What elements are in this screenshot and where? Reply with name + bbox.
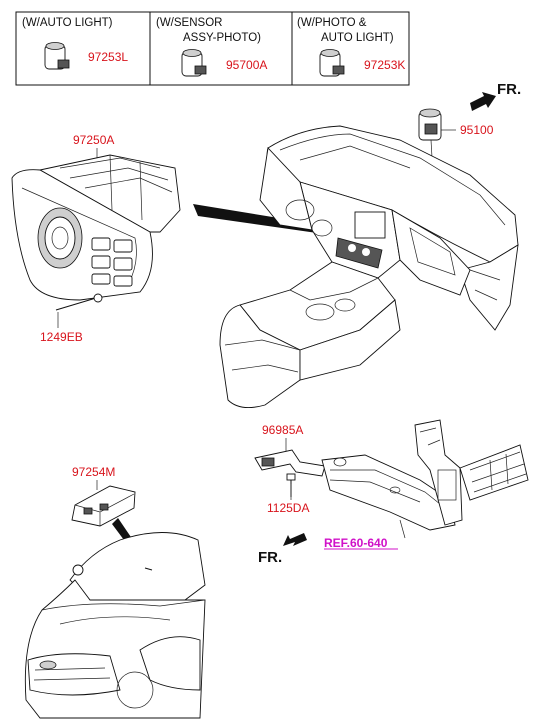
bracket-assembly: 96985A 1125DA REF.60-640 — [254, 419, 529, 550]
legend-header-line2: AUTO LIGHT) — [321, 32, 394, 44]
front-direction-bottom: FR. — [258, 533, 307, 566]
legend-part-number: 97253K — [364, 58, 405, 72]
callout-96985A: 96985A — [262, 423, 303, 437]
photo-auto-light-sensor-icon — [319, 49, 345, 77]
legend-header: (W/PHOTO & — [297, 17, 367, 29]
legend-part-number: 97253L — [88, 50, 128, 64]
screw-1249EB: 1249EB — [40, 293, 103, 344]
callout-97250A: 97250A — [73, 133, 114, 147]
legend-part-number: 95700A — [226, 58, 267, 72]
callout-1249EB: 1249EB — [40, 330, 83, 344]
front-label: FR. — [258, 549, 282, 566]
reference-link[interactable]: REF.60-640 — [324, 536, 388, 550]
car-front — [24, 532, 206, 719]
dashboard-assembly — [219, 125, 519, 409]
callout-97254M: 97254M — [72, 465, 115, 479]
front-label: FR. — [497, 81, 521, 98]
heater-control-unit: 97250A 1249EB — [11, 133, 181, 344]
legend-header: (W/AUTO LIGHT) — [22, 17, 113, 29]
legend-table: (W/AUTO LIGHT) 97253L (W/SENSOR ASSY-PHO… — [15, 11, 410, 86]
callout-95100: 95100 — [460, 123, 494, 137]
auto-light-sensor-icon — [44, 42, 70, 70]
legend-header: (W/SENSOR — [156, 17, 222, 29]
bolt-1125DA: 1125DA — [267, 473, 309, 515]
front-direction-top: FR. — [470, 81, 521, 111]
legend-header-line2: ASSY-PHOTO) — [183, 32, 261, 44]
callout-1125DA: 1125DA — [267, 501, 309, 515]
legend-column-sensor-photo: (W/SENSOR ASSY-PHOTO) 95700A — [156, 17, 267, 77]
legend-column-photo-auto-light: (W/PHOTO & AUTO LIGHT) 97253K — [297, 17, 405, 77]
legend-column-auto-light: (W/AUTO LIGHT) 97253L — [22, 17, 128, 70]
photo-sensor-icon — [181, 49, 207, 77]
